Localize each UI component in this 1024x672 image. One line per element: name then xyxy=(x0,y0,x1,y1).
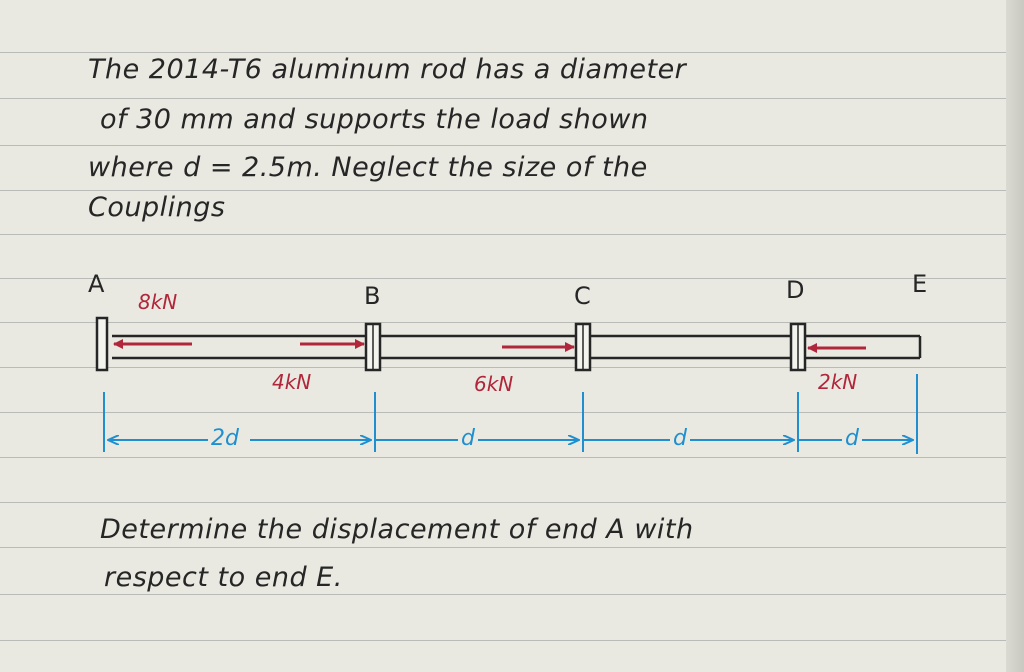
ruled-line xyxy=(0,502,1024,503)
coupling-d xyxy=(789,322,807,372)
ruled-line xyxy=(0,367,1024,368)
ruled-line xyxy=(0,98,1024,99)
question-line: respect to end E. xyxy=(104,562,343,593)
ruled-line xyxy=(0,412,1024,413)
dimension-label-cd: d xyxy=(670,426,690,451)
load-label-b: 4kN xyxy=(272,370,312,394)
ruled-line xyxy=(0,278,1024,279)
dimension-label-bc: d xyxy=(458,426,478,451)
question-line: Determine the displacement of end A with xyxy=(100,514,694,545)
problem-line: The 2014-T6 aluminum rod has a diameter xyxy=(88,54,687,85)
ruled-line xyxy=(0,190,1024,191)
load-label-d: 2kN xyxy=(818,370,858,394)
problem-line: where d = 2.5m. Neglect the size of the xyxy=(88,152,648,183)
ruled-line xyxy=(0,52,1024,53)
ruled-line xyxy=(0,594,1024,595)
point-label-b: B xyxy=(364,282,381,310)
dimension-label-ab: 2d xyxy=(208,426,242,451)
rod xyxy=(112,334,922,360)
point-label-a: A xyxy=(88,270,105,298)
problem-line: of 30 mm and supports the load shown xyxy=(100,104,649,135)
end-plate-a xyxy=(95,316,109,372)
point-label-e: E xyxy=(912,270,928,298)
paper-edge xyxy=(1006,0,1024,672)
ruled-line xyxy=(0,547,1024,548)
coupling-b xyxy=(364,322,382,372)
ruled-line xyxy=(0,322,1024,323)
problem-line: Couplings xyxy=(88,192,226,223)
load-label-c: 6kN xyxy=(474,372,514,396)
load-label-a: 8kN xyxy=(138,290,178,314)
ruled-line xyxy=(0,234,1024,235)
ruled-line xyxy=(0,640,1024,641)
dimension-label-de: d xyxy=(842,426,862,451)
point-label-d: D xyxy=(786,276,805,304)
coupling-c xyxy=(574,322,592,372)
ruled-line xyxy=(0,145,1024,146)
point-label-c: C xyxy=(574,282,591,310)
dimension-extension-lines xyxy=(103,374,918,454)
ruled-line xyxy=(0,457,1024,458)
